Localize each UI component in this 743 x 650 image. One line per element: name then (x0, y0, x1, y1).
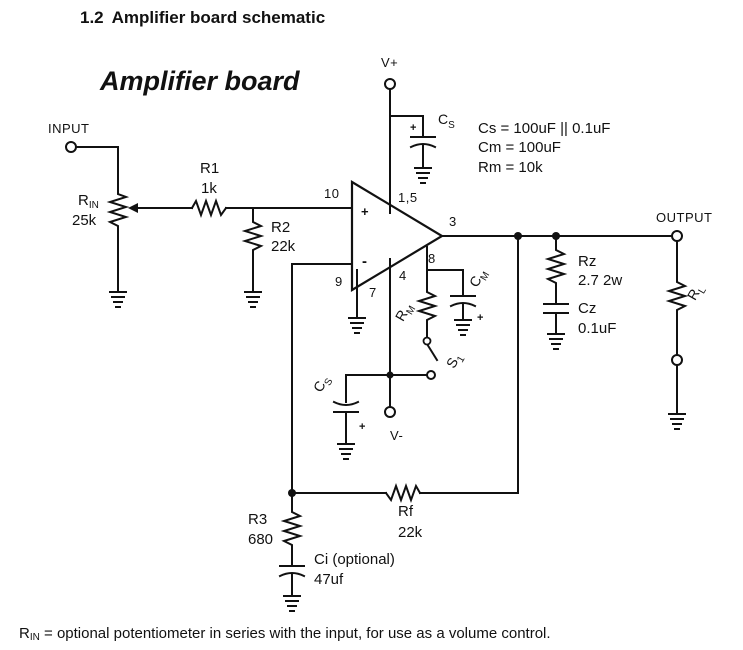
note-cs: Cs = 100uF || 0.1uF (478, 120, 610, 137)
ground-rl (668, 413, 686, 430)
cs-bottom-wire (345, 374, 391, 403)
ground-ci (283, 595, 301, 612)
ground-rin (109, 291, 127, 308)
rin-potentiometer (106, 189, 130, 293)
section-heading: 1.2 Amplifier board schematic (80, 8, 325, 28)
rz-label: Rz (578, 253, 596, 270)
output-terminal (671, 230, 683, 242)
rl-resistor (665, 240, 689, 356)
ground-cs-bottom (337, 443, 355, 460)
cz-label: Cz (578, 300, 596, 317)
cm-capacitor (449, 285, 477, 321)
r2-label: R2 (271, 219, 290, 236)
pin-8-label: 8 (428, 251, 436, 266)
rin-wiper-arrow (128, 203, 138, 213)
note-rm: Rm = 10k (478, 159, 543, 176)
cs-top-wire (389, 115, 424, 138)
amplifier-triangle (350, 180, 445, 292)
feedback-wire-right (419, 235, 519, 494)
rin-value: 25k (72, 212, 97, 229)
output-label: OUTPUT (656, 210, 712, 225)
vminus-label: V- (390, 428, 403, 443)
rl-label: RL (684, 281, 709, 305)
s1-switch-lever (425, 342, 439, 362)
cs-bottom-label: CS (310, 372, 336, 397)
section-number: 1.2 (80, 8, 104, 27)
diagram-title: Amplifier board (99, 66, 300, 96)
cs-bottom-capacitor (332, 400, 360, 445)
rm-resistor (415, 269, 439, 339)
pin-10-label: 10 (324, 186, 339, 201)
ci-capacitor (278, 565, 306, 597)
rf-value: 22k (398, 524, 423, 541)
input-wire (75, 146, 119, 191)
cs-top-capacitor (409, 136, 437, 169)
ground-cz (547, 333, 565, 350)
footnote-rin-symbol: RIN (19, 625, 40, 643)
footnote-text: = optional potentiometer in series with … (39, 625, 551, 642)
r2-value: 22k (271, 238, 296, 255)
ground-pin-7 (348, 317, 366, 334)
pin-1-5-label: 1,5 (398, 190, 418, 205)
inverting-input-wire (291, 263, 353, 494)
cz-capacitor (543, 303, 569, 335)
rf-label: Rf (398, 503, 414, 520)
s1-switch-contact (426, 370, 436, 380)
vplus-terminal (384, 78, 396, 90)
input-label: INPUT (48, 121, 90, 136)
cz-value: 0.1uF (578, 320, 616, 337)
noninverting-input-sign: + (361, 204, 369, 219)
footnote: RIN = optional potentiometer in series w… (19, 625, 551, 643)
ground-cm (454, 319, 472, 336)
rl-bottom-terminal (671, 354, 683, 366)
ground-r2 (244, 291, 262, 308)
pin-8-wire (426, 246, 464, 287)
r1-resistor (190, 198, 228, 218)
ci-label: Ci (optional) (314, 551, 395, 568)
note-cm: Cm = 100uF (478, 139, 561, 156)
ground-cs-top (414, 167, 432, 184)
rm-label: RM (392, 300, 419, 326)
r2-resistor (241, 207, 265, 293)
vplus-label: V+ (381, 55, 398, 70)
s1-label: S1 (443, 349, 468, 372)
pin-7-label: 7 (369, 285, 377, 300)
pin-3-label: 3 (449, 214, 457, 229)
cm-label: CM (466, 266, 493, 292)
rz-value: 2.7 2w (578, 272, 622, 289)
rz-resistor (544, 235, 568, 305)
cs-top-label: CS (438, 111, 455, 131)
section-title: Amplifier board schematic (111, 8, 326, 27)
pin-4-label: 4 (399, 268, 407, 283)
s1-switch-pivot (422, 336, 432, 346)
r1-value: 1k (201, 180, 217, 197)
input-terminal (65, 141, 77, 153)
rf-resistor (384, 483, 422, 503)
ci-value: 47uf (314, 571, 344, 588)
r3-value: 680 (248, 531, 273, 548)
rin-label: RIN (78, 192, 99, 211)
inverting-input-sign: - (362, 253, 367, 270)
r3-label: R3 (248, 511, 267, 528)
r1-label: R1 (200, 160, 219, 177)
cs-top-plus: + (410, 122, 416, 134)
pin-9-label: 9 (335, 274, 343, 289)
r3-resistor (280, 492, 304, 567)
vminus-terminal (384, 406, 396, 418)
cm-plus: + (477, 312, 483, 324)
cs-bottom-plus: + (359, 421, 365, 433)
